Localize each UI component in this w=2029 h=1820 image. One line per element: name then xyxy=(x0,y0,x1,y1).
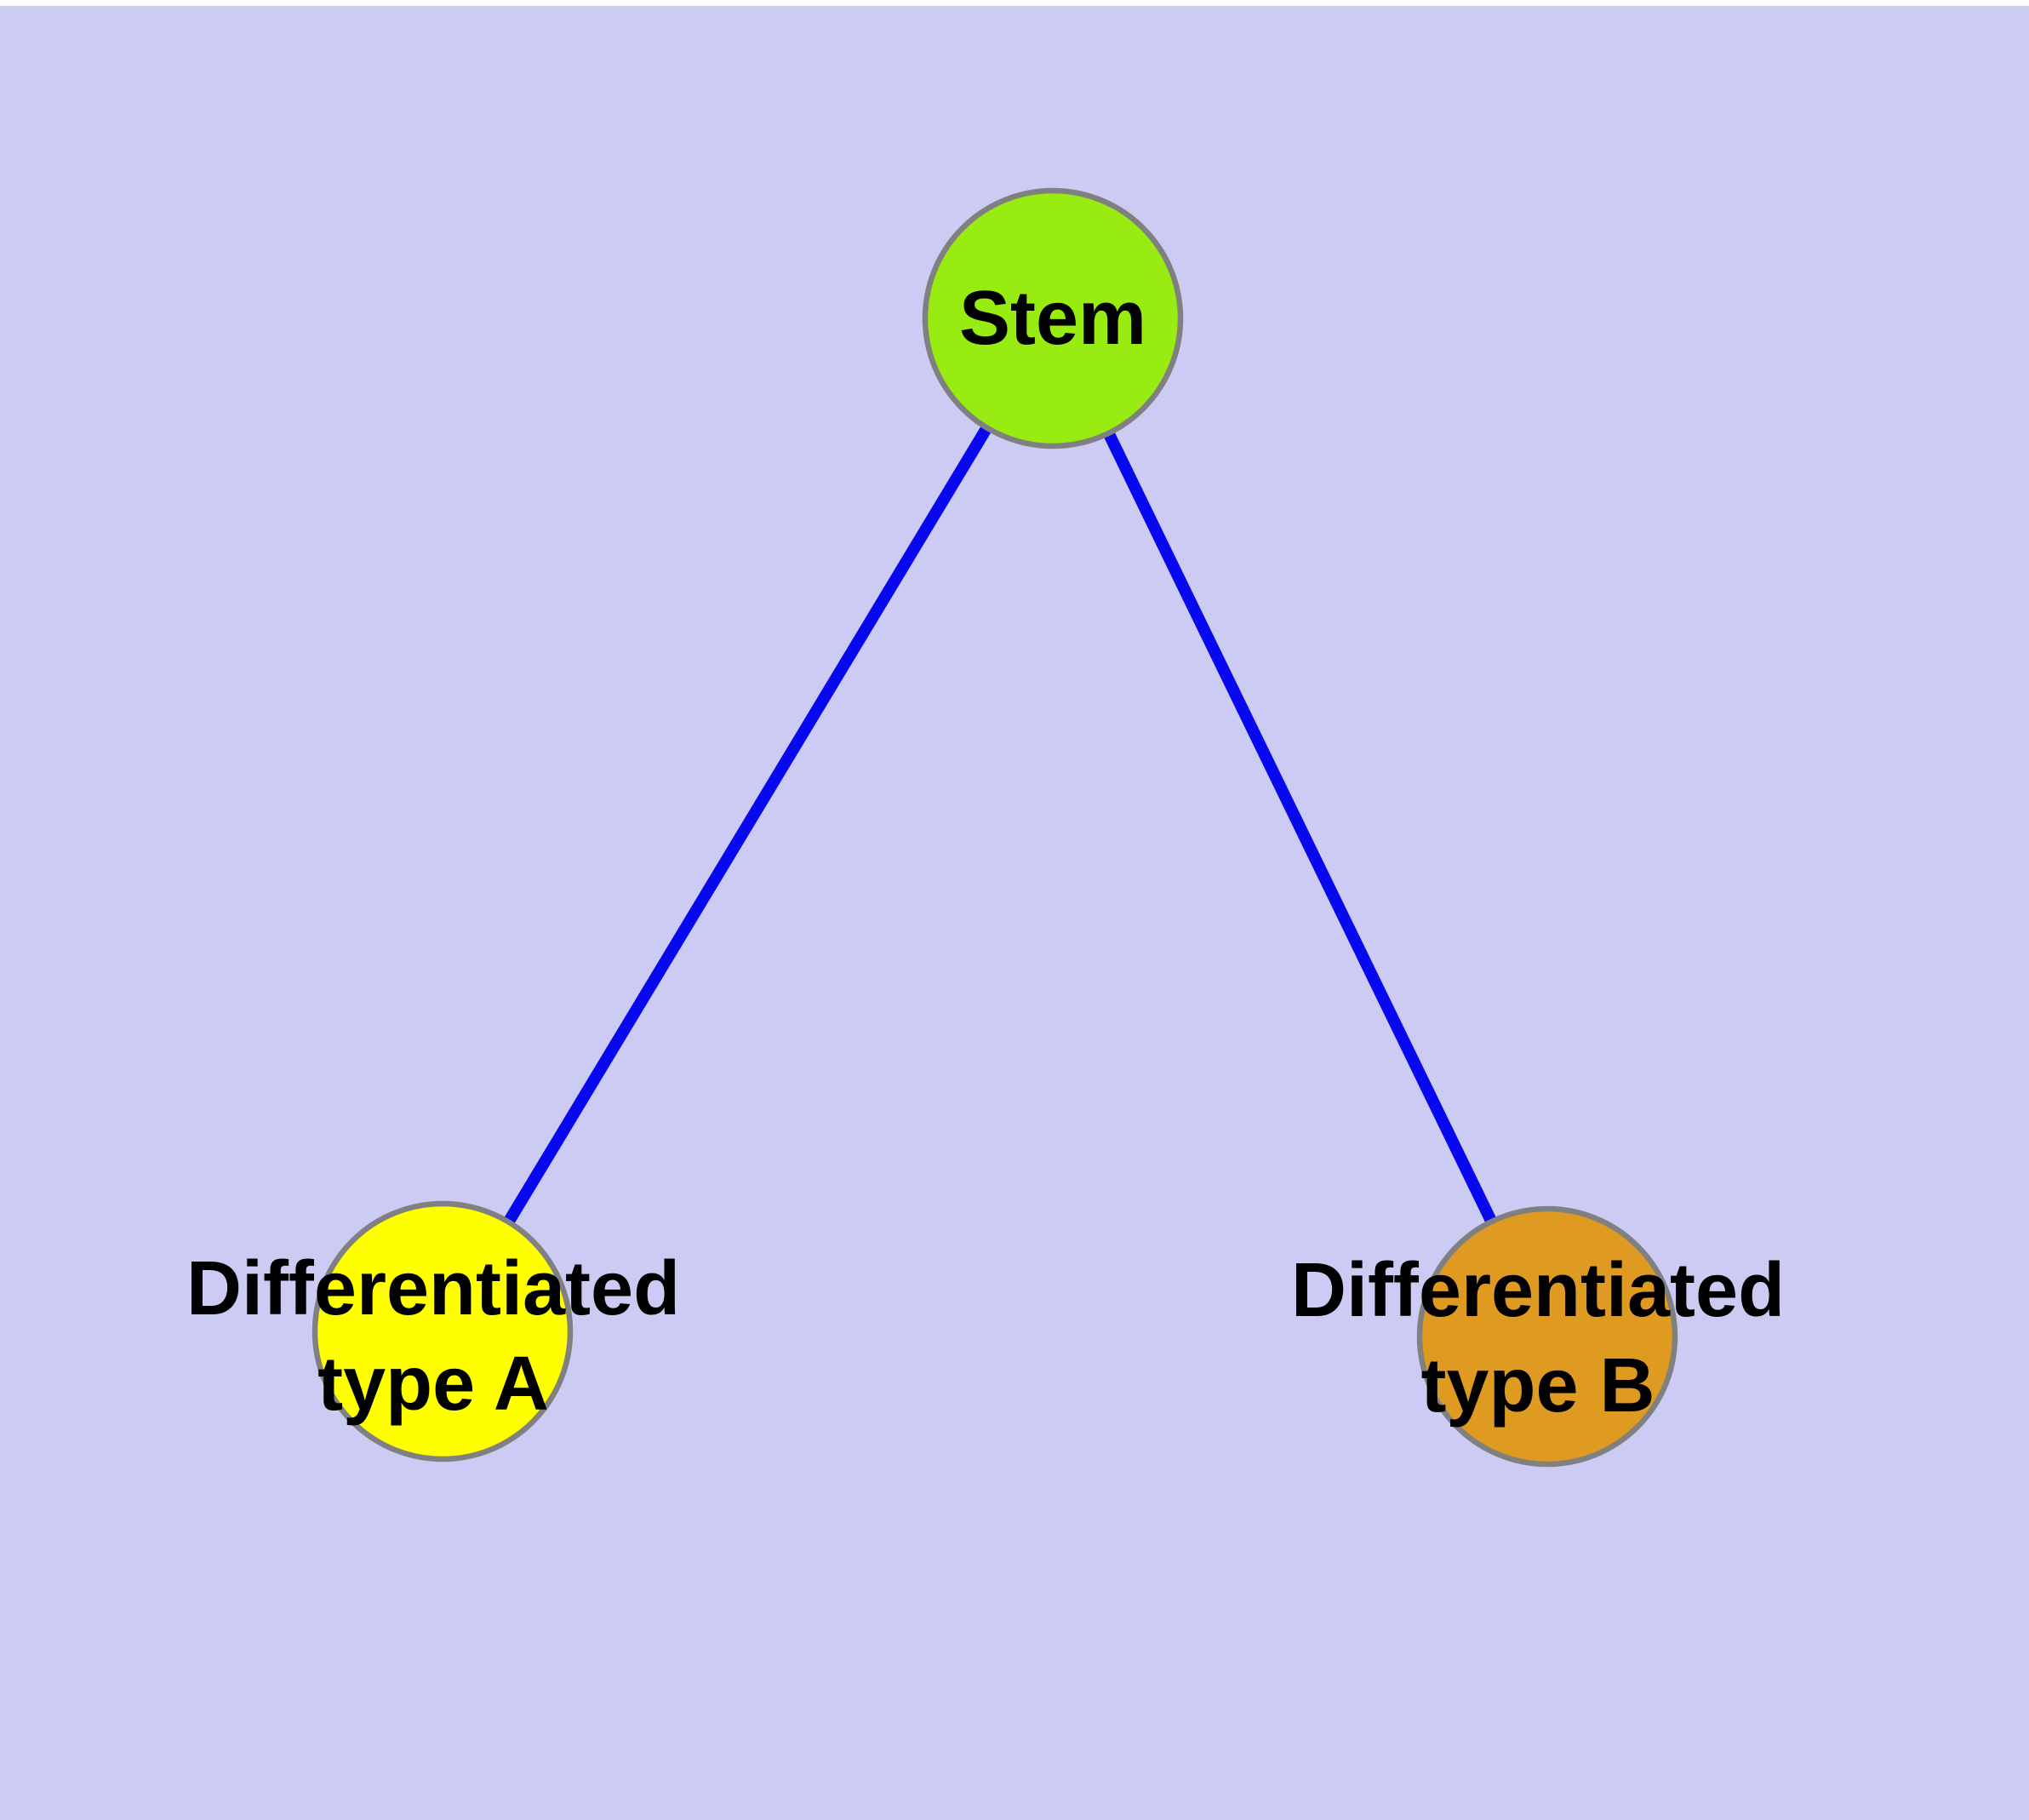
edge-stem-to-type-b xyxy=(1047,315,1553,1340)
node-stem-label-line-1: Stem xyxy=(958,276,1147,361)
node-type-a-label-line-1: Differentiated xyxy=(186,1246,681,1331)
node-type-a-label-line-2: type A xyxy=(317,1342,549,1427)
node-stem-label: Stem xyxy=(959,271,1146,366)
node-stem-circle xyxy=(922,187,1184,449)
node-type-a-label: Differentiated type A xyxy=(186,1241,680,1432)
node-type-b-label-line-1: Differentiated xyxy=(1290,1248,1786,1333)
edge-stem-to-type-a xyxy=(437,315,1058,1335)
node-type-b-label-line-2: type B xyxy=(1420,1343,1655,1428)
node-type-b-label: Differentiated type B xyxy=(1291,1243,1785,1434)
node-type-a-circle xyxy=(311,1200,574,1462)
node-type-b-circle xyxy=(1416,1205,1678,1468)
